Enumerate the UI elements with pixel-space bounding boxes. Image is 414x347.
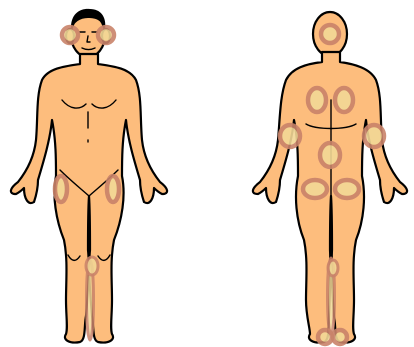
- marker-back-of-head: [321, 25, 339, 43]
- marker-right-hip: [55, 176, 67, 202]
- marker-left-shin: [86, 257, 98, 275]
- marker-lower-back: [320, 143, 340, 167]
- marker-right-calf: [328, 260, 338, 276]
- front-figure: [11, 9, 167, 343]
- marker-right-elbow: [364, 125, 384, 147]
- marker-right-shoulder-blade: [335, 88, 353, 112]
- marker-left-ear: [98, 27, 114, 43]
- marker-right-ear: [62, 27, 78, 43]
- back-figure: [253, 12, 407, 344]
- marker-right-heel: [333, 330, 347, 344]
- marker-left-elbow: [280, 125, 300, 147]
- marker-right-buttock: [335, 180, 359, 198]
- marker-left-hip: [107, 176, 119, 202]
- marker-left-shoulder-blade: [308, 88, 326, 112]
- marker-left-heel: [318, 330, 332, 344]
- marker-left-buttock: [303, 180, 327, 198]
